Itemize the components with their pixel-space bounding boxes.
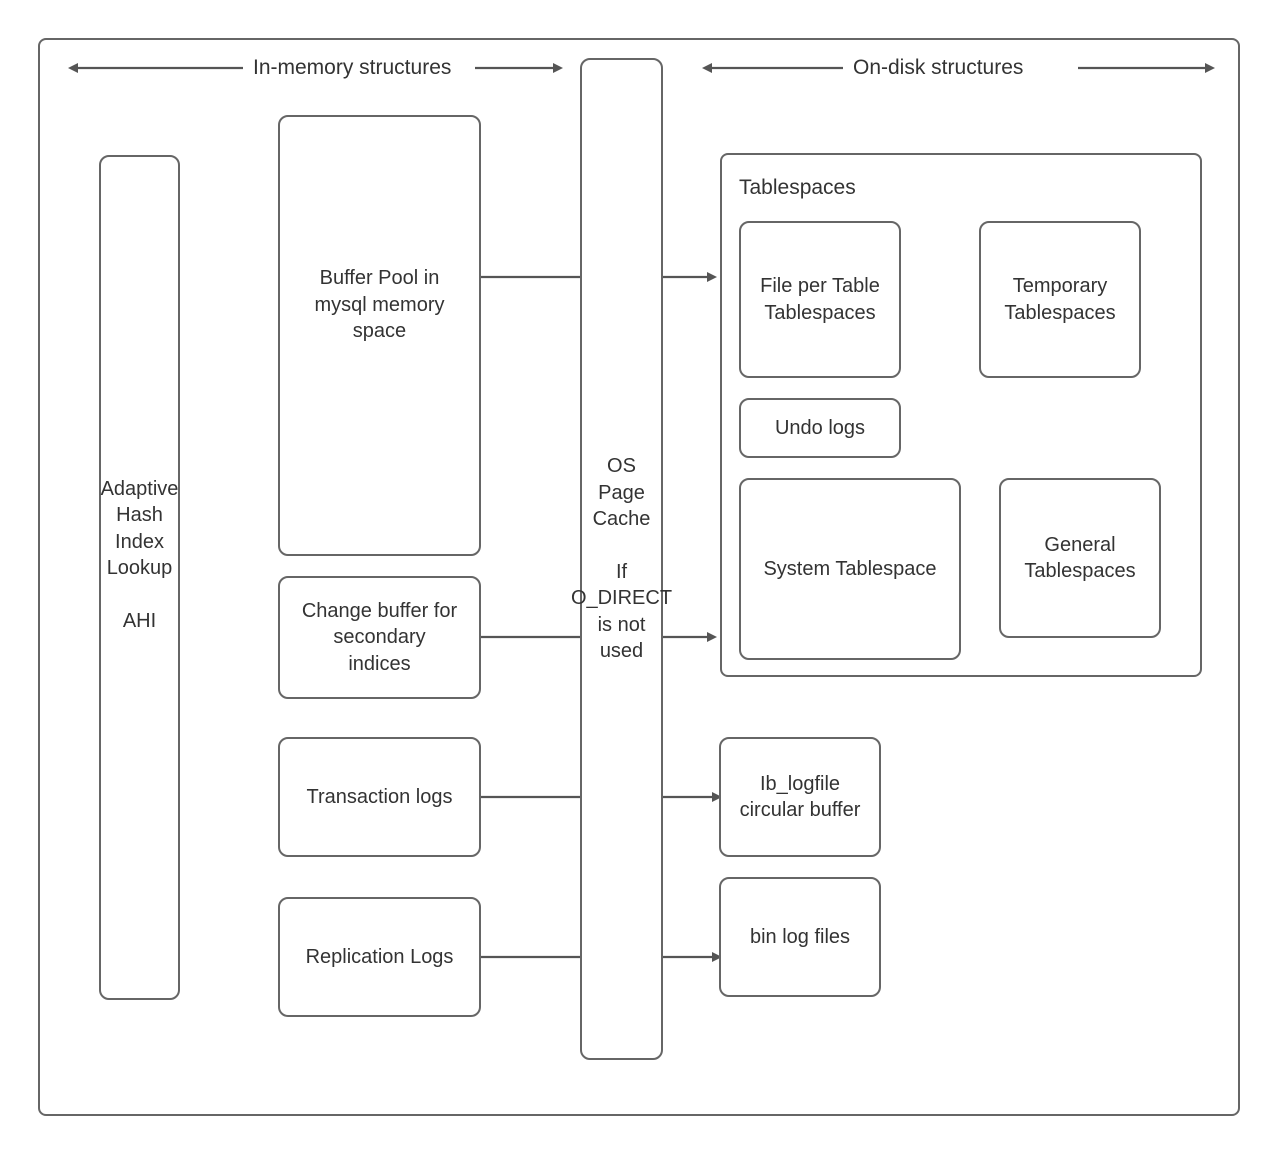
box-bin-log-files[interactable] bbox=[719, 877, 881, 997]
box-ib-logfile[interactable] bbox=[719, 737, 881, 857]
box-general-tablespaces[interactable] bbox=[999, 478, 1161, 638]
box-system-tablespace[interactable] bbox=[739, 478, 961, 660]
box-buffer-pool[interactable] bbox=[278, 115, 481, 556]
header-label-on-disk: On-disk structures bbox=[853, 56, 1024, 79]
box-adaptive-hash-index[interactable] bbox=[99, 155, 180, 1000]
box-file-per-table-tablespaces[interactable] bbox=[739, 221, 901, 378]
box-transaction-logs[interactable] bbox=[278, 737, 481, 857]
box-temporary-tablespaces[interactable] bbox=[979, 221, 1141, 378]
box-replication-logs[interactable] bbox=[278, 897, 481, 1017]
header-label-in-memory: In-memory structures bbox=[253, 56, 452, 79]
box-undo-logs[interactable] bbox=[739, 398, 901, 458]
box-change-buffer[interactable] bbox=[278, 576, 481, 699]
box-os-page-cache[interactable] bbox=[580, 58, 663, 1060]
